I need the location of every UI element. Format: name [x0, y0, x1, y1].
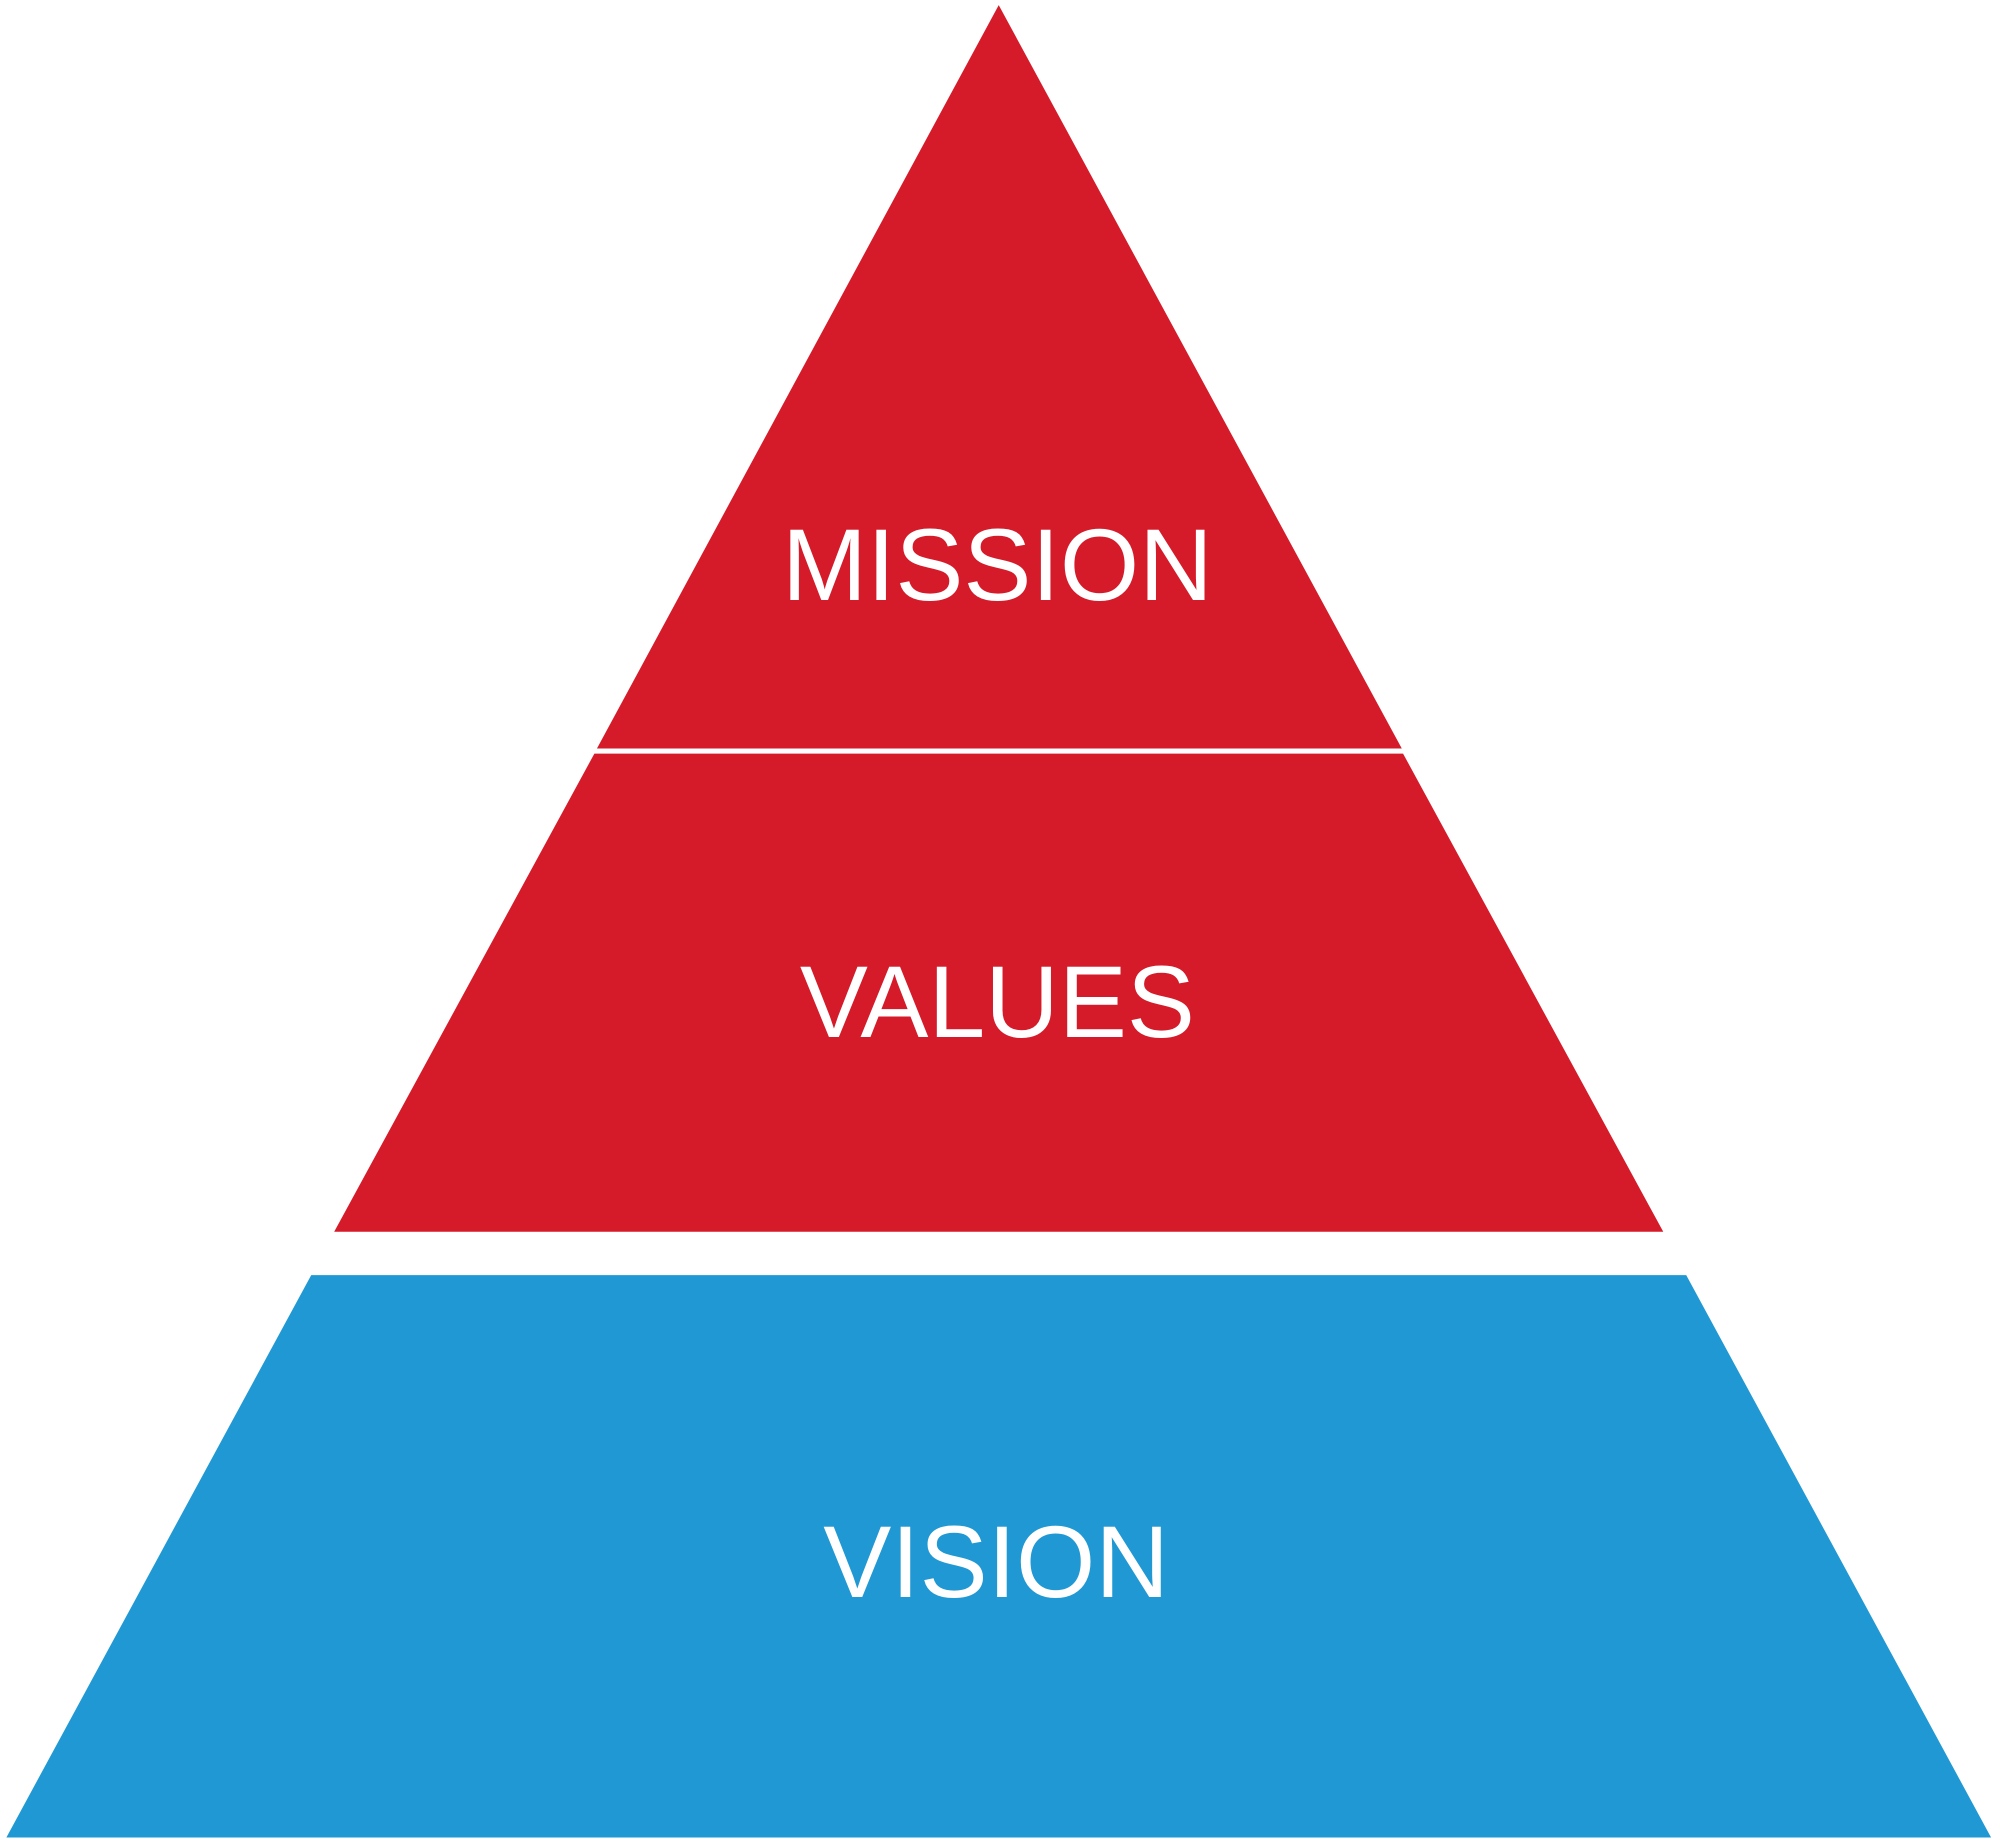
tier-values	[334, 753, 1664, 1232]
values-label: VALUES	[800, 945, 1195, 1059]
tier-mission	[596, 5, 1402, 749]
mission-label: MISSION	[782, 508, 1213, 622]
tier-vision	[6, 1275, 1992, 1838]
vision-label: VISION	[823, 1505, 1169, 1619]
